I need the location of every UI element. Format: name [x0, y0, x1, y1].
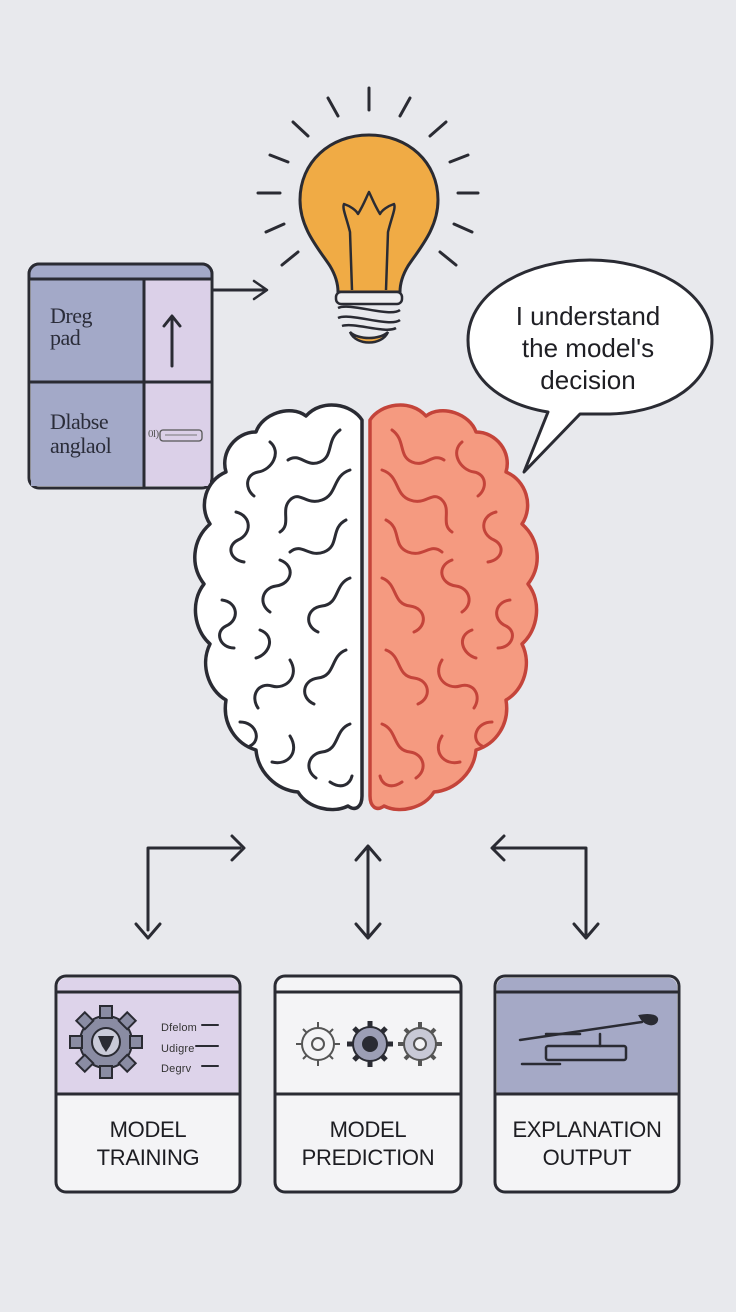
data-panel — [27, 262, 214, 490]
card-label-explanation-line1: EXPLANATION — [512, 1117, 662, 1142]
panel-cell-bottom-left-line1: Dlabse — [50, 409, 109, 434]
speech-bubble-text: I understand the model's decision — [478, 300, 698, 396]
panel-cell-bottom-left: Dlabse anglaol — [50, 409, 112, 458]
speech-line-3: decision — [540, 365, 636, 395]
card-label-prediction-line1: MODEL — [329, 1117, 407, 1142]
flow-chart-icon — [518, 1014, 659, 1066]
panel-cell-bottom-right-scribble: 0l) — [148, 428, 159, 440]
gears-icon — [296, 1021, 442, 1067]
panel-cell-bottom-left-line2: anglaol — [50, 433, 112, 458]
card-label-prediction: MODEL PREDICTION — [275, 1116, 461, 1172]
training-legend-item-3: Degrv — [161, 1063, 192, 1075]
card-label-training-line2: TRAINING — [96, 1145, 200, 1170]
speech-bubble — [466, 258, 714, 474]
card-label-training: MODEL TRAINING — [56, 1116, 240, 1172]
training-legend-item-1: Dfelom — [161, 1022, 198, 1034]
lightbulb-icon — [256, 86, 480, 344]
card-model-training — [54, 974, 242, 1194]
speech-line-1: I understand — [515, 301, 661, 331]
arrow-explanation-link — [492, 846, 588, 936]
panel-cell-top-left-line2: pad — [50, 325, 81, 350]
training-legend: Dfelom Udigre Degrv — [161, 1018, 197, 1080]
panel-cell-top-left: Dreg pad — [50, 305, 92, 349]
brain-left-hemisphere — [193, 403, 364, 812]
brain-illustration — [193, 403, 539, 812]
card-label-training-line1: MODEL — [109, 1117, 187, 1142]
brain-right-hemisphere — [368, 403, 539, 812]
flow-arrows — [134, 834, 600, 940]
arrow-training-link — [146, 846, 242, 932]
panel-cell-top-left-line1: Dreg — [50, 303, 92, 328]
card-label-explanation: EXPLANATION OUTPUT — [495, 1116, 679, 1172]
speech-line-2: the model's — [521, 333, 655, 363]
card-label-prediction-line2: PREDICTION — [301, 1145, 435, 1170]
card-model-prediction — [273, 974, 463, 1194]
card-explanation-output — [493, 974, 681, 1194]
training-legend-item-2: Udigre — [161, 1042, 195, 1055]
gear-icon — [69, 1005, 143, 1079]
card-label-explanation-line2: OUTPUT — [542, 1145, 632, 1170]
